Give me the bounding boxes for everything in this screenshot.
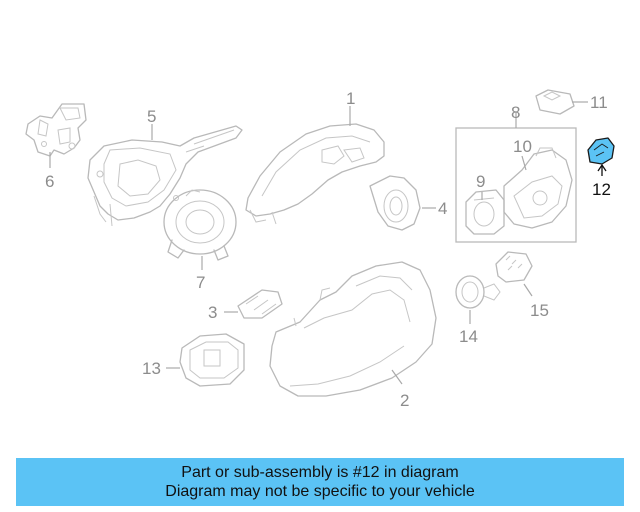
callout-2: 2	[400, 391, 409, 410]
part-13-lock-module[interactable]	[179, 333, 245, 387]
part-14-ring[interactable]	[455, 275, 501, 309]
part-4-bezel[interactable]	[369, 175, 421, 231]
part-6-bracket[interactable]	[25, 103, 87, 157]
part-2-lower-cover[interactable]	[269, 261, 437, 397]
part-9-switch[interactable]	[465, 189, 505, 235]
part-5-combination-switch[interactable]	[87, 125, 243, 227]
callout-12: 12	[592, 180, 611, 199]
part-10-lock-cylinder[interactable]	[503, 147, 573, 229]
callout-3: 3	[208, 303, 217, 322]
part-15-connector[interactable]	[495, 251, 533, 283]
callout-4: 4	[438, 199, 447, 218]
part-11-connector[interactable]	[535, 89, 575, 115]
callout-15: 15	[530, 301, 549, 320]
callout-1: 1	[346, 89, 355, 108]
part-7-clock-spring[interactable]	[163, 189, 237, 261]
callout-13: 13	[142, 359, 161, 378]
part-12-highlighted[interactable]	[587, 137, 615, 165]
callout-10: 10	[513, 137, 532, 156]
callout-11: 11	[590, 93, 608, 112]
part-1-upper-cover[interactable]	[245, 123, 385, 225]
part-info-banner: Part or sub-assembly is #12 in diagram D…	[16, 458, 624, 506]
part-12-arrow	[597, 163, 607, 176]
exploded-parts-diagram: 1 2 3 4 5 6 7 8 9 10 11 12 13 14 15	[25, 89, 615, 410]
callout-14: 14	[459, 327, 478, 346]
part-3-clip[interactable]	[237, 289, 283, 319]
banner-line-part-number: Part or sub-assembly is #12 in diagram	[181, 464, 459, 481]
callout-9: 9	[476, 172, 485, 191]
callout-6: 6	[45, 172, 54, 191]
banner-line-disclaimer: Diagram may not be specific to your vehi…	[165, 483, 475, 500]
callout-7: 7	[196, 273, 205, 292]
callout-5: 5	[147, 107, 156, 126]
callout-8: 8	[511, 103, 520, 122]
